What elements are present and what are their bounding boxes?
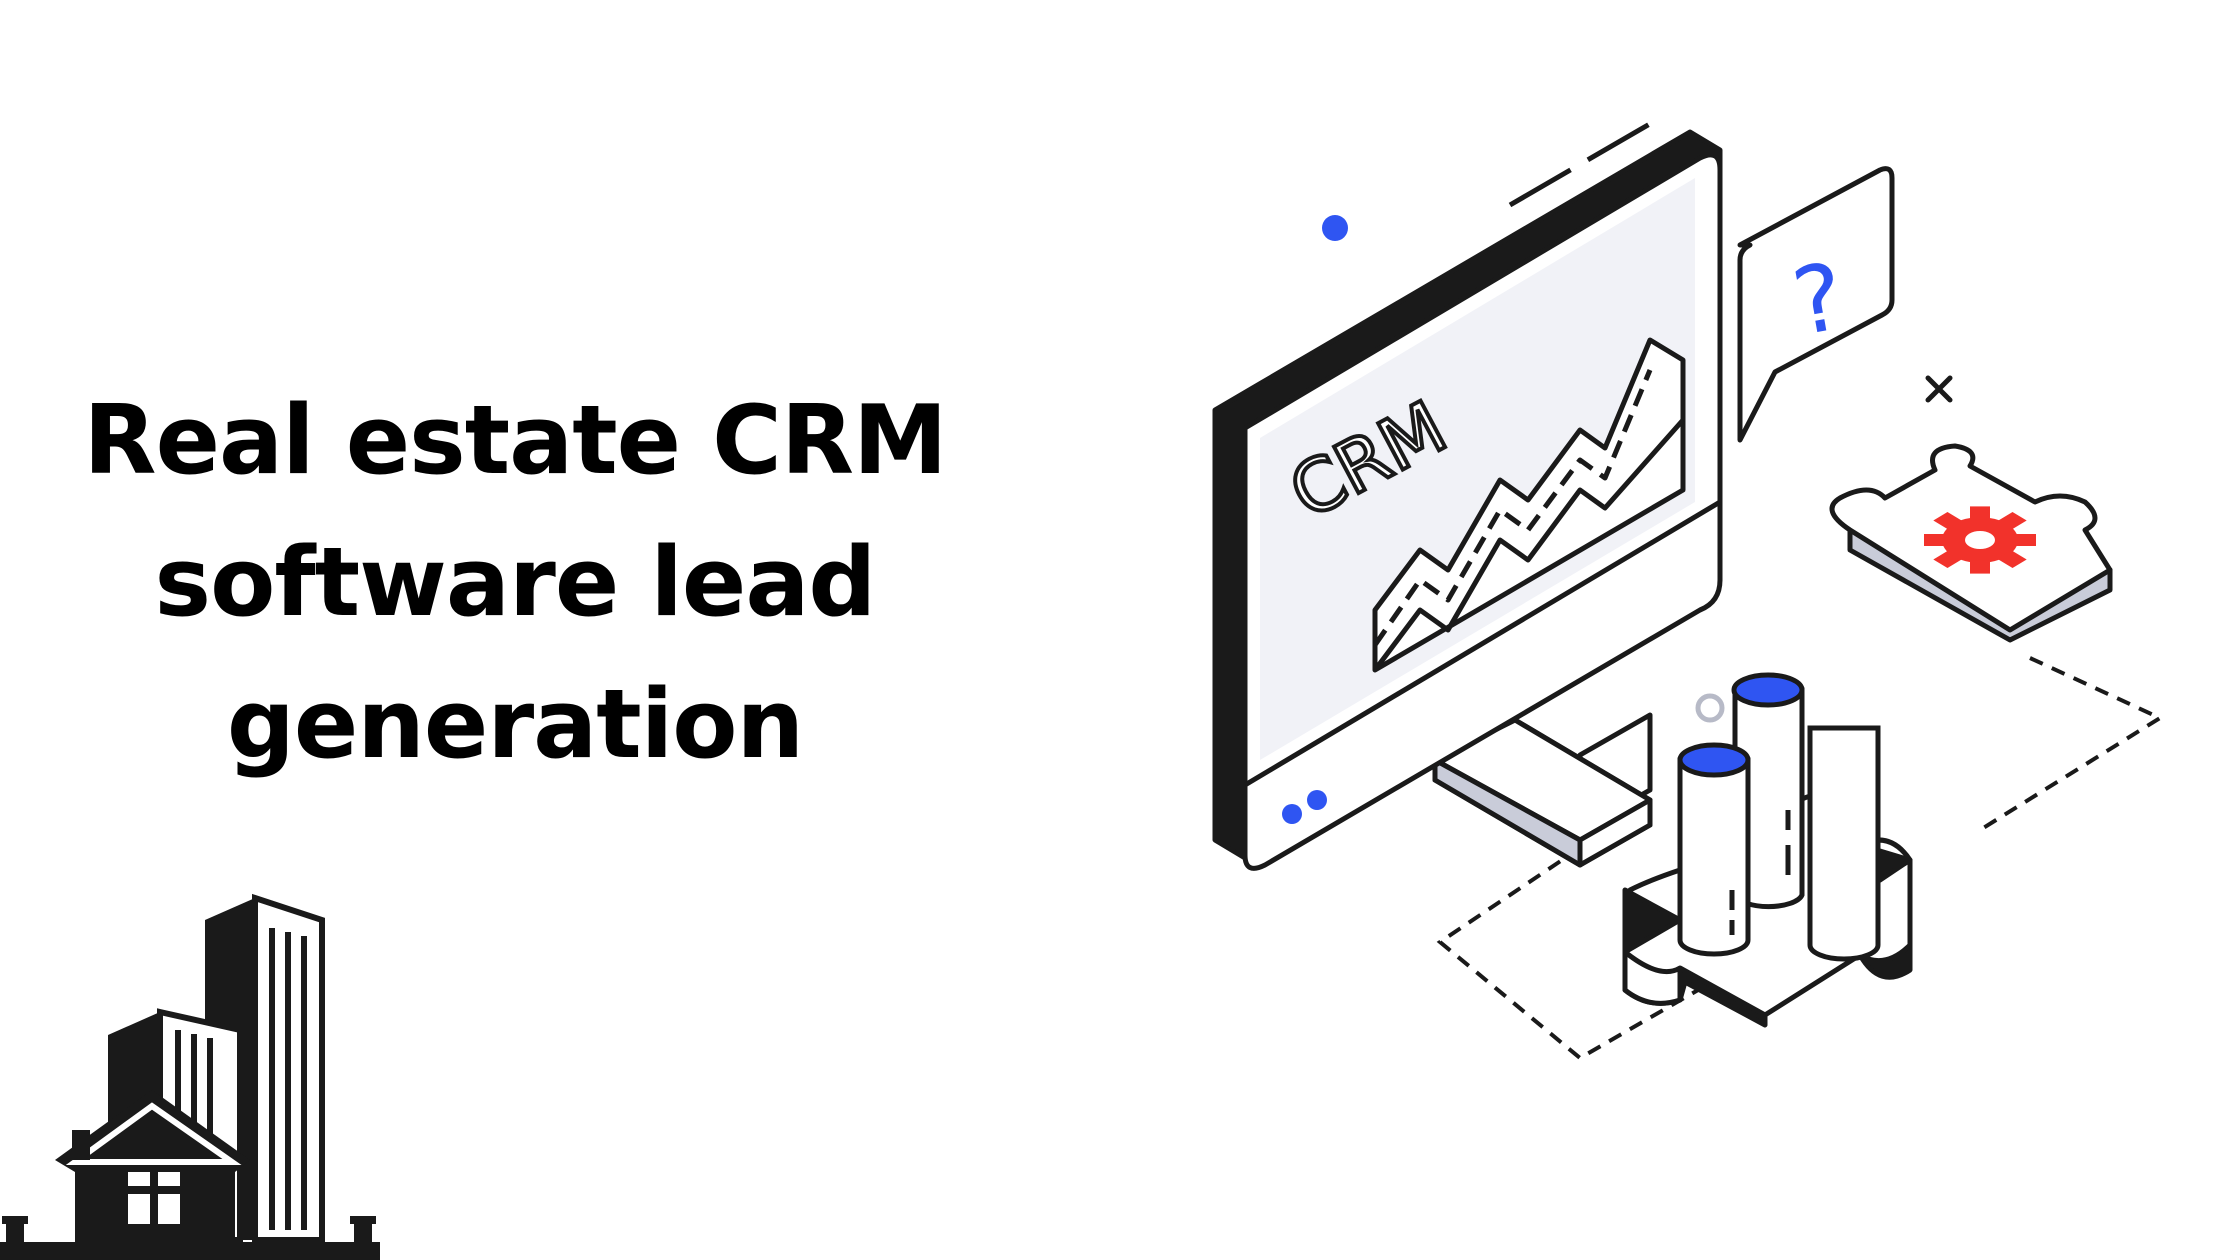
dot-icon [1322,215,1348,241]
screen-chart [1372,337,1686,673]
puzzle-gear-tile [1829,443,2113,643]
city-buildings-icon [0,893,380,1260]
close-icon [1925,375,1953,403]
question-bubble-icon: ? [1737,166,1895,443]
headline-line-2: software lead [154,528,877,638]
house-icon [55,1090,250,1242]
crm-illustration: CRM ? [1212,115,2165,1061]
gear-icon [1924,506,2036,574]
headline-line-3: generation [226,670,804,780]
cylinder-chart-icon [1677,672,1881,962]
monitor-stand [1432,712,1653,868]
headline-line-1: Real estate CRM [83,386,947,496]
headline: Real estate CRM software lead generation [40,370,990,796]
